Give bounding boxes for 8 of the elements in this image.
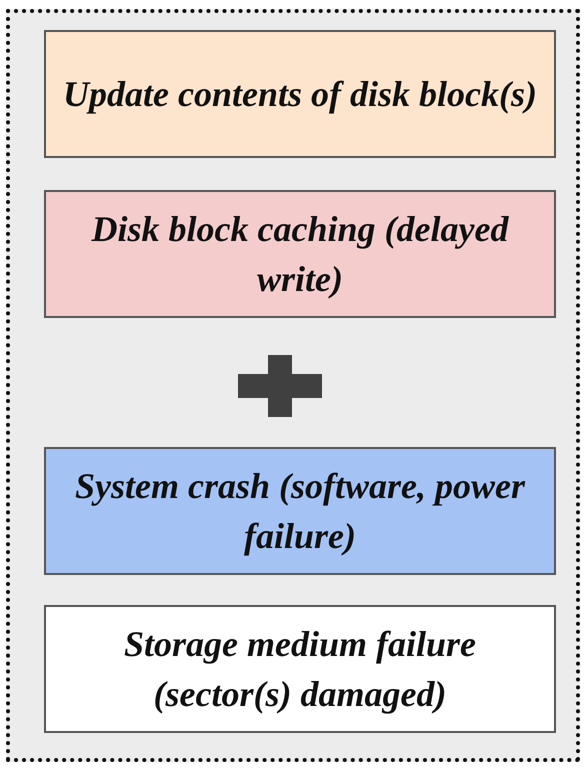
text-box [44, 447, 556, 575]
text-box [44, 30, 556, 158]
box-text: Disk block caching (delayed write) [90, 208, 510, 301]
box-text: Update contents of disk block(s) [63, 72, 537, 116]
text-box [44, 190, 556, 318]
box-text: System crash (software, power failure) [74, 464, 526, 558]
box-text: Storage medium failure (sector(s) damaged) [122, 622, 478, 716]
text-box [44, 605, 556, 733]
